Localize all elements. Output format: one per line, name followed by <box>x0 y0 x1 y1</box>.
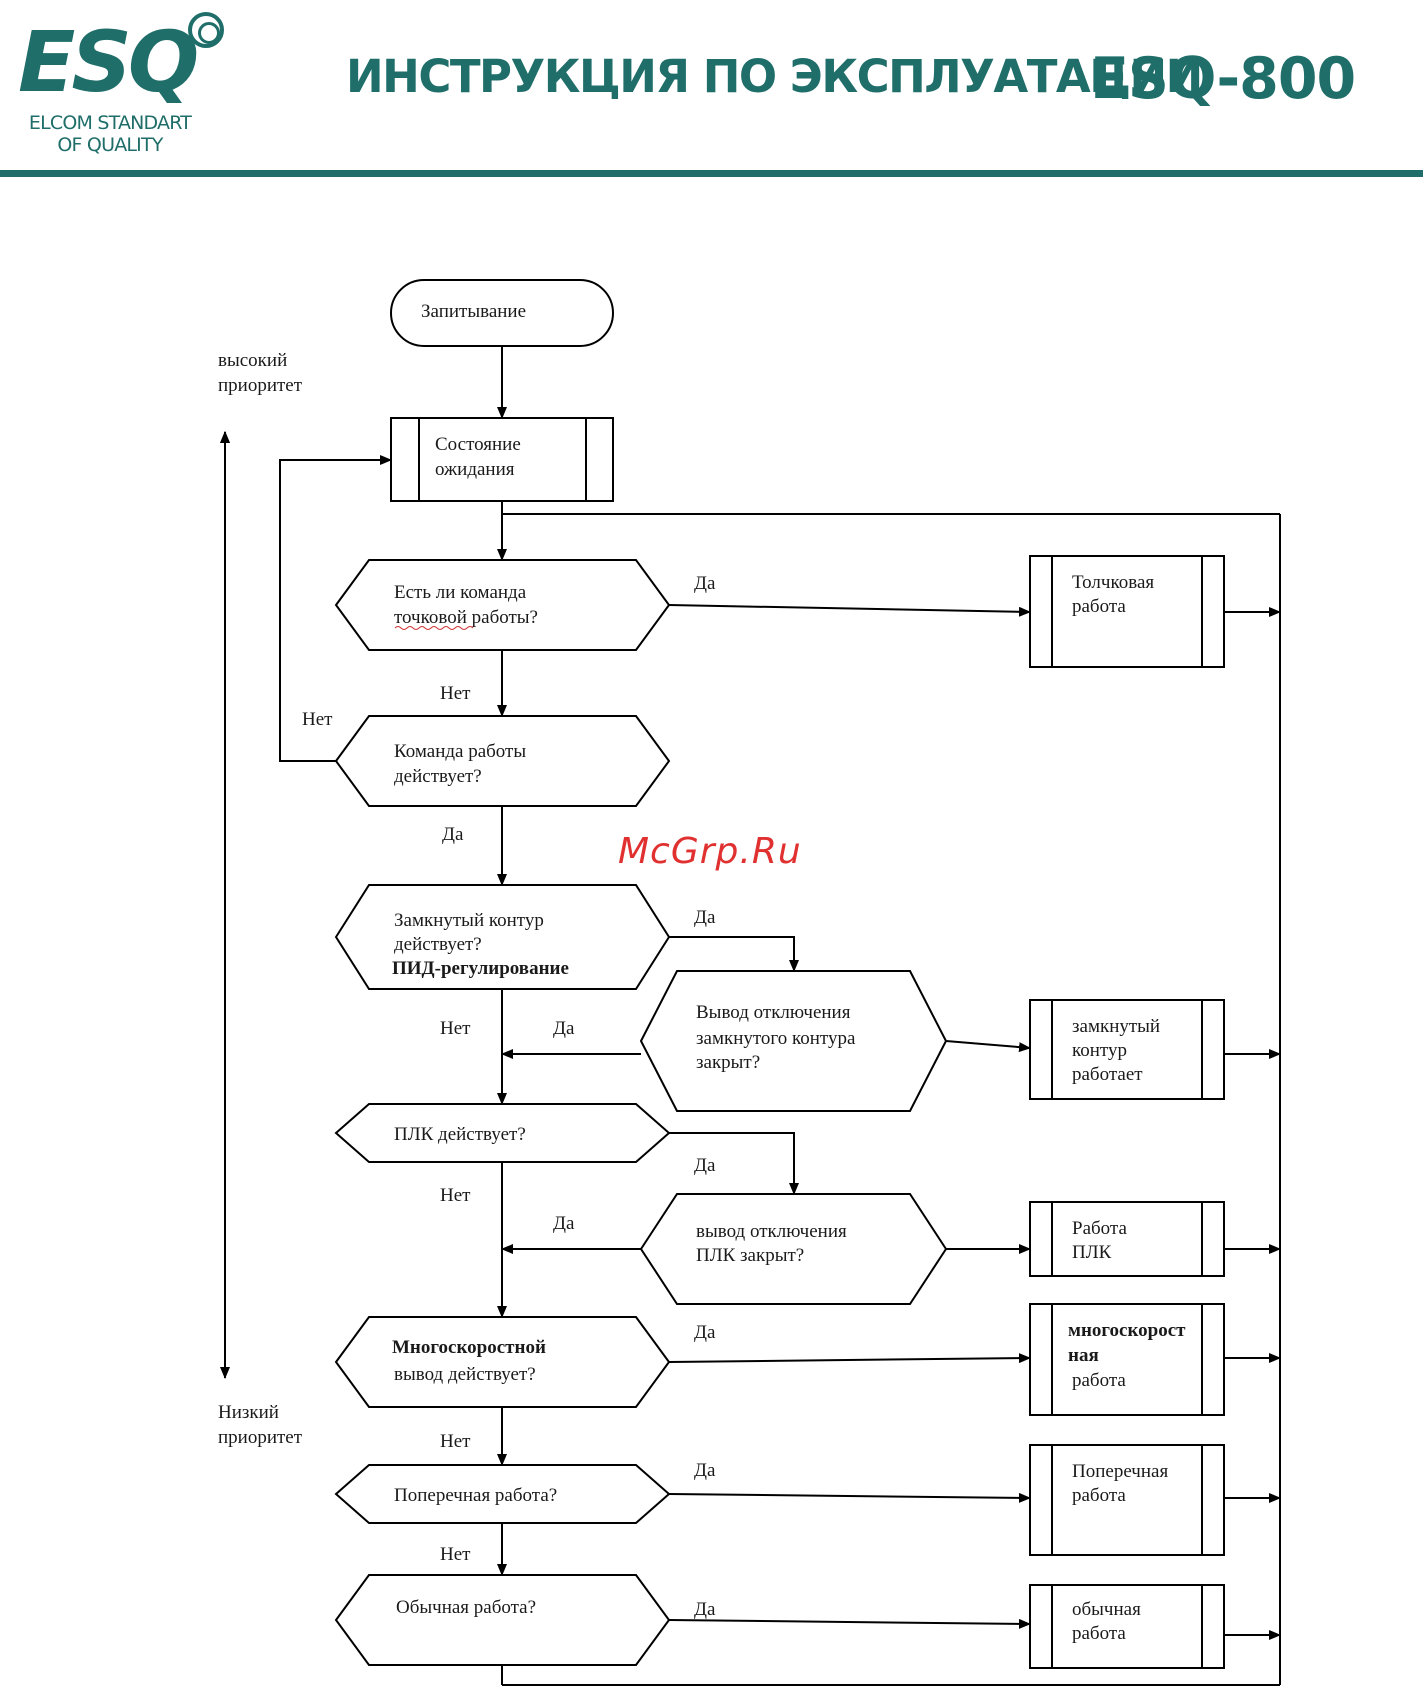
page-title: ИНСТРУКЦИЯ ПО ЭКСПЛУАТАЦИИ <box>346 50 1203 103</box>
start-label: Запитывание <box>421 301 526 322</box>
standby-label-1: Состояние <box>435 434 521 455</box>
traverse-question: Поперечная работа? <box>394 1485 557 1506</box>
plc-process-label-1: Работа <box>1072 1218 1127 1239</box>
spellcheck-underline <box>394 626 474 630</box>
run-question-2: действует? <box>394 766 482 787</box>
multispeed-process-label-2: ная <box>1068 1345 1099 1366</box>
closed-loop-process-label-1: замкнутый <box>1072 1016 1160 1037</box>
jog-process-label-2: работа <box>1072 596 1126 617</box>
yes-label-jog: Да <box>694 573 716 594</box>
normal-decision <box>334 1574 671 1666</box>
closed-loop-out-question-2: замкнутого контура <box>696 1028 856 1049</box>
yes-label-plc: Да <box>694 1155 716 1176</box>
closed-loop-out-question-1: Вывод отключения <box>696 1002 851 1023</box>
yes-label-closed-loop-out: Да <box>553 1018 575 1039</box>
no-label-run: Нет <box>302 709 333 730</box>
jog-decision <box>334 559 671 651</box>
closed-loop-out-question-3: закрыт? <box>696 1052 760 1073</box>
jog-process-label-1: Толчковая <box>1072 572 1154 593</box>
yes-label-multispeed: Да <box>694 1322 716 1343</box>
logo-subtitle-line1: ELCOM STANDART <box>28 112 192 134</box>
yes-label-run: Да <box>442 824 464 845</box>
normal-process <box>1029 1584 1225 1669</box>
plc-process <box>1029 1201 1225 1277</box>
yes-label-plc-out: Да <box>553 1213 575 1234</box>
priority-low-1: Низкий <box>218 1402 279 1423</box>
multispeed-process-label-1: многоскорост <box>1068 1320 1186 1341</box>
plc-question: ПЛК действует? <box>394 1124 526 1145</box>
logo-brand: ESQ <box>18 13 199 111</box>
no-label-multispeed: Нет <box>440 1431 471 1452</box>
yes-label-traverse: Да <box>694 1460 716 1481</box>
traverse-process-label-2: работа <box>1072 1485 1126 1506</box>
multispeed-question-2: вывод действует? <box>394 1364 536 1385</box>
normal-process-label-1: обычная <box>1072 1599 1141 1620</box>
watermark: McGrp.Ru <box>618 831 802 872</box>
closed-loop-question-1: Замкнутый контур <box>394 910 544 931</box>
standby-label-2: ожидания <box>435 459 515 480</box>
no-label-traverse: Нет <box>440 1544 471 1565</box>
run-question-1: Команда работы <box>394 741 526 762</box>
normal-process-label-2: работа <box>1072 1623 1126 1644</box>
no-label-plc: Нет <box>440 1185 471 1206</box>
logo-subtitle-line2: OF QUALITY <box>57 134 163 156</box>
priority-low-2: приоритет <box>218 1427 303 1448</box>
logo-emblem-icon <box>188 12 224 48</box>
closed-loop-process-label-2: контур <box>1072 1040 1127 1061</box>
jog-question-2: точковой работы? <box>394 607 538 628</box>
closed-loop-process-label-3: работает <box>1072 1064 1143 1085</box>
header-divider <box>0 170 1423 177</box>
no-label-jog: Нет <box>440 683 471 704</box>
jog-question-1: Есть ли команда <box>394 582 527 603</box>
yes-label-normal: Да <box>694 1599 716 1620</box>
multispeed-question-1: Многоскоростной <box>392 1337 546 1358</box>
no-label-closed-loop: Нет <box>440 1018 471 1039</box>
yes-label-closed-loop: Да <box>694 907 716 928</box>
priority-high-2: приоритет <box>218 375 303 396</box>
run-decision <box>334 715 671 807</box>
model-name: ESQ-800 <box>1090 46 1356 112</box>
priority-high-1: высокий <box>218 350 287 371</box>
normal-question: Обычная работа? <box>396 1597 536 1618</box>
plc-process-label-2: ПЛК <box>1072 1242 1112 1263</box>
plc-out-question-1: вывод отключения <box>696 1221 847 1242</box>
multispeed-decision <box>334 1316 671 1408</box>
closed-loop-question-2: действует? <box>394 934 482 955</box>
plc-out-question-2: ПЛК закрыт? <box>696 1245 804 1266</box>
multispeed-process-label-3: работа <box>1072 1370 1126 1391</box>
traverse-process-label-1: Поперечная <box>1072 1461 1168 1482</box>
closed-loop-question-3: ПИД-регулирование <box>392 958 569 979</box>
